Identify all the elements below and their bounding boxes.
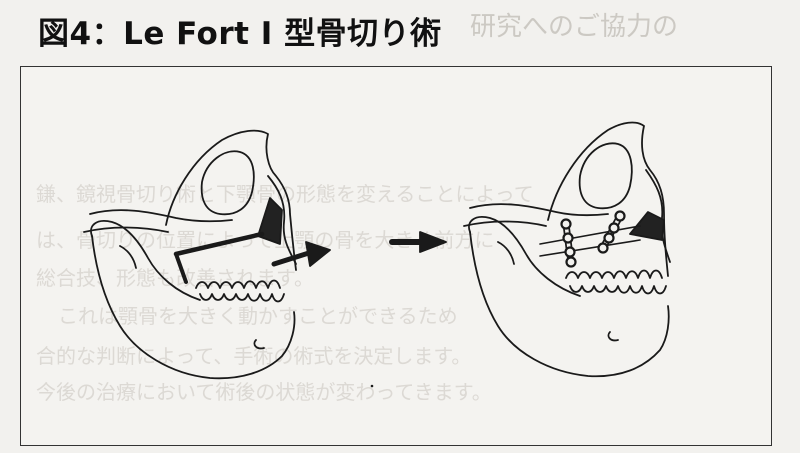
lower-teeth xyxy=(200,294,284,302)
bone-graft xyxy=(630,212,664,240)
cut-line xyxy=(176,234,262,254)
transition-arrow xyxy=(392,232,446,252)
skull-after xyxy=(464,123,670,377)
upper-teeth xyxy=(566,271,662,279)
dust-speck xyxy=(371,385,374,388)
osteotomy-wedge xyxy=(258,198,282,244)
skull-before xyxy=(84,131,330,379)
zygomatic-arch xyxy=(470,204,608,215)
mandible xyxy=(92,236,295,378)
fixation-plate xyxy=(562,220,576,267)
advance-arrow xyxy=(274,252,312,264)
orbit xyxy=(580,143,632,208)
zygomatic-arch xyxy=(90,210,232,221)
cut-line xyxy=(176,254,186,282)
upper-teeth xyxy=(196,281,280,289)
orbit xyxy=(202,151,254,214)
lower-teeth xyxy=(570,286,666,294)
